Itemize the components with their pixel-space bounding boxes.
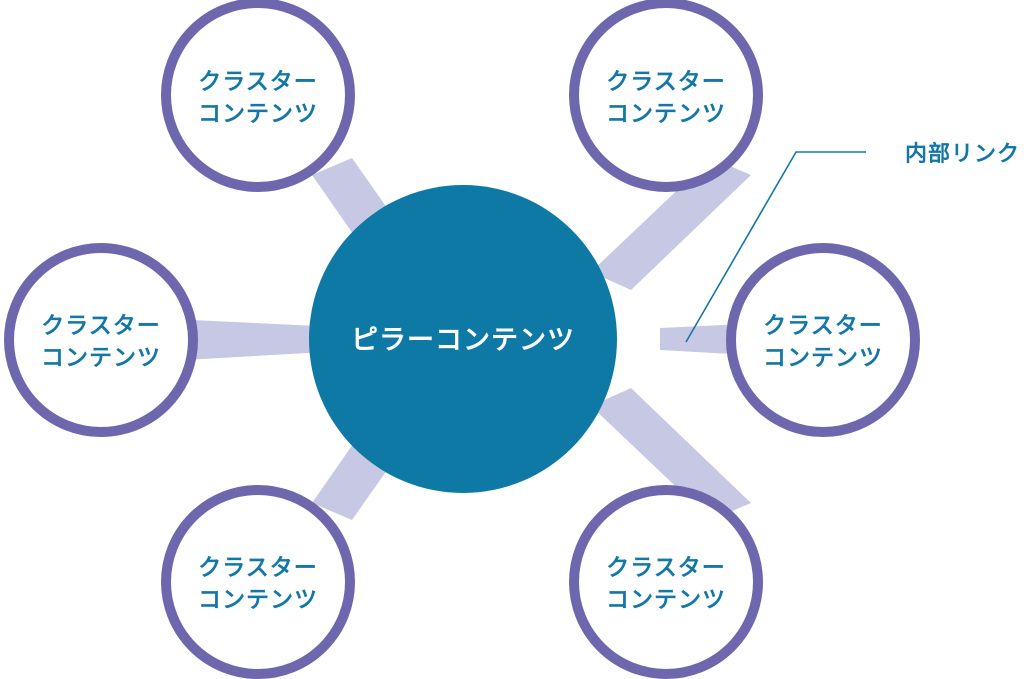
callout-leader-line xyxy=(685,151,866,343)
pillar-circle xyxy=(309,185,617,493)
cluster-circle xyxy=(161,485,355,679)
cluster-label-line2: コンテンツ xyxy=(606,101,726,127)
cluster-label-line2: コンテンツ xyxy=(606,587,726,613)
callout-label: 内部リンク xyxy=(905,141,1020,167)
cluster-node-top-right: クラスター コンテンツ xyxy=(569,0,763,192)
connector-bottom-right xyxy=(591,388,751,520)
cluster-label-line1: クラスター xyxy=(41,313,161,339)
cluster-circle xyxy=(569,485,763,679)
connector-left xyxy=(150,318,360,362)
cluster-label-line2: コンテンツ xyxy=(41,345,161,371)
internal-link-callout: 内部リンク xyxy=(685,141,1020,343)
pillar-label: ピラーコンテンツ xyxy=(351,325,575,356)
cluster-circle xyxy=(569,0,763,192)
cluster-node-left: クラスター コンテンツ xyxy=(4,243,198,437)
cluster-label-line1: クラスター xyxy=(198,555,318,581)
cluster-label-line2: コンテンツ xyxy=(763,345,883,371)
connector-top-right xyxy=(591,158,751,290)
cluster-circle xyxy=(726,243,920,437)
cluster-label-line1: クラスター xyxy=(198,69,318,95)
cluster-node-top-left: クラスター コンテンツ xyxy=(161,0,355,192)
cluster-circle xyxy=(161,0,355,192)
cluster-label-line1: クラスター xyxy=(763,313,883,339)
cluster-label-line2: コンテンツ xyxy=(198,101,318,127)
cluster-circle xyxy=(4,243,198,437)
cluster-label-line1: クラスター xyxy=(606,69,726,95)
pillar-node: ピラーコンテンツ xyxy=(309,185,617,493)
cluster-label-line2: コンテンツ xyxy=(198,587,318,613)
cluster-label-line1: クラスター xyxy=(606,555,726,581)
cluster-node-right: クラスター コンテンツ xyxy=(726,243,920,437)
cluster-node-bottom-left: クラスター コンテンツ xyxy=(161,485,355,679)
cluster-node-bottom-right: クラスター コンテンツ xyxy=(569,485,763,679)
